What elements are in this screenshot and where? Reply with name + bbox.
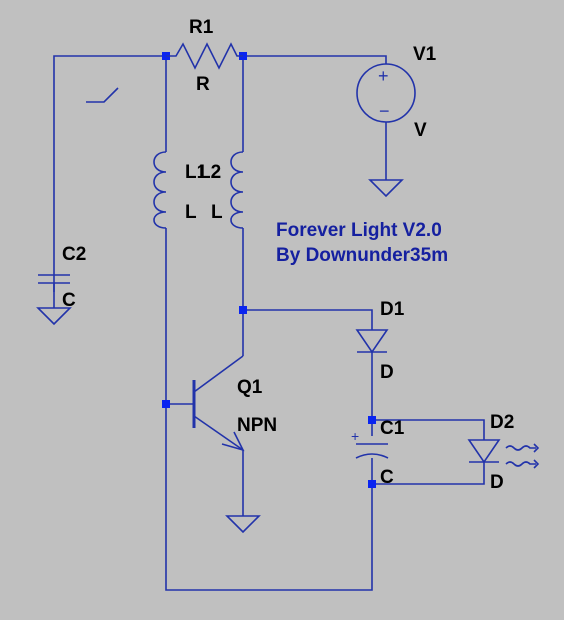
r1-name-label: R1 — [189, 17, 214, 38]
led-d2[interactable]: D2 D — [467, 412, 540, 493]
d1-value-label: D — [380, 362, 394, 383]
title-line-1: Forever Light V2.0 — [276, 220, 442, 241]
inductor-l2[interactable]: L2 L — [199, 148, 244, 229]
light-emission-icon — [505, 443, 540, 469]
l2-name-label: L2 — [199, 162, 221, 183]
v1-plus-sign: + — [378, 66, 389, 86]
diode-d1[interactable]: D1 D — [355, 299, 405, 383]
junction-dot — [162, 400, 170, 408]
wire-l1-to-bottom — [165, 228, 373, 591]
junction-dot — [368, 480, 376, 488]
ground-icon — [225, 515, 261, 534]
transistor-q1[interactable]: Q1 NPN — [192, 355, 277, 452]
capacitor-c1[interactable]: + C1 C — [351, 418, 405, 488]
inductor-l1[interactable]: L1 L — [153, 148, 208, 229]
wire-d2-to-c1 — [372, 462, 485, 485]
capacitor-c2[interactable]: C2 C — [38, 244, 86, 311]
d2-name-label: D2 — [490, 412, 514, 433]
c1-name-label: C1 — [380, 418, 405, 439]
voltage-source-v1[interactable]: + − V1 V — [356, 44, 437, 141]
c1-value-label: C — [380, 467, 394, 488]
title-line-2: By Downunder35m — [276, 245, 448, 266]
v1-name-label: V1 — [413, 44, 437, 65]
wire-c1-to-d2 — [372, 419, 485, 440]
d2-value-label: D — [490, 472, 504, 493]
voltage-source-icon — [356, 63, 416, 123]
wire-r1-to-v1 — [243, 55, 387, 64]
l1-name-label: L1 — [185, 162, 208, 183]
d1-name-label: D1 — [380, 299, 405, 320]
resistor-zigzag-icon — [166, 42, 243, 70]
junction-dot — [239, 306, 247, 314]
wire-collector-to-d1 — [243, 309, 373, 330]
inductor-coil-icon — [230, 151, 244, 229]
r1-value-label: R — [196, 74, 210, 95]
wire-top-left — [53, 55, 166, 292]
resistor-r1[interactable]: R1 R — [166, 17, 243, 95]
v1-minus-sign: − — [379, 101, 390, 121]
v1-value-label: V — [414, 120, 427, 141]
schematic-title: Forever Light V2.0 By Downunder35m — [276, 220, 448, 266]
net-flag-icon — [86, 87, 119, 103]
c1-plus-sign: + — [351, 428, 359, 444]
wires — [53, 55, 485, 591]
c2-value-label: C — [62, 290, 76, 311]
diode-triangle-icon — [355, 329, 389, 354]
l1-value-label: L — [185, 202, 197, 223]
transistor-emitter-icon — [193, 415, 244, 451]
junction-dot — [368, 416, 376, 424]
transistor-arrow-icon — [221, 431, 245, 452]
ground-icon — [368, 179, 404, 198]
l2-value-label: L — [211, 202, 223, 223]
capacitor-curved-plate-icon — [355, 453, 389, 459]
transistor-collector-icon — [193, 355, 244, 393]
c2-name-label: C2 — [62, 244, 86, 265]
q1-value-label: NPN — [237, 415, 277, 436]
inductor-coil-icon — [153, 151, 167, 229]
q1-name-label: Q1 — [237, 377, 263, 398]
diode-triangle-icon — [467, 439, 501, 464]
